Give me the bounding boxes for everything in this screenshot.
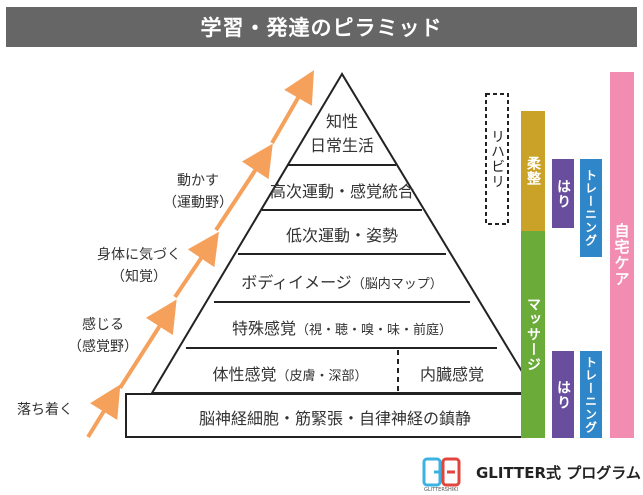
rehab-box [485, 93, 509, 225]
level-body-image-sub: （脳内マップ） [351, 277, 443, 292]
level-special-senses-main: 特殊感覚 [231, 319, 296, 338]
bar-training-top: トレーニング [580, 159, 602, 257]
label-aware-main: 身体に気づく [97, 247, 181, 263]
bar-self-care: 自宅ケア [610, 72, 634, 438]
level-visceral: 内臓感覚 [419, 365, 484, 384]
label-move-main: 動かす [177, 173, 219, 189]
level-intellect-line1: 知性 [325, 112, 358, 131]
label-move: 動かす （運動野） [158, 170, 238, 214]
diagram-title: 学習・発達のピラミッド [6, 7, 637, 47]
logo-subtext: GLITTERSHIKI [424, 487, 458, 493]
bar-training-bottom: トレーニング [580, 351, 602, 438]
logo-brand: GLITTER式 プログラム [476, 464, 641, 482]
label-aware-sub: （知覚） [111, 269, 167, 285]
arrow-aware [173, 231, 219, 299]
arrow-move [214, 143, 273, 232]
arrow-calm [86, 384, 121, 439]
bar-hari-top: はり [552, 159, 574, 228]
level-special-senses: 特殊感覚（視・聴・嗅・味・前庭） [196, 315, 488, 339]
label-calm: 落ち着く [17, 402, 73, 418]
bar-judo: 柔整 [521, 111, 545, 231]
level-intellect: 知性 日常生活 [302, 110, 382, 158]
bar-hari-bottom: はり [552, 351, 574, 438]
label-feel: 感じる （感覚野） [58, 314, 148, 358]
arrow-feel [118, 299, 177, 390]
level-somatic-main: 体性感覚 [212, 365, 277, 384]
label-aware: 身体に気づく （知覚） [84, 244, 194, 288]
label-feel-main: 感じる [82, 317, 124, 333]
label-move-sub: （運動野） [163, 195, 233, 211]
level-body-image-main: ボディイメージ [241, 273, 352, 292]
bar-rehab: リハビリ [489, 129, 505, 189]
level-body-image: ボディイメージ（脳内マップ） [220, 269, 464, 293]
glitter-logo-icon [422, 457, 461, 487]
progress-arrows [86, 70, 314, 439]
level-intellect-line2: 日常生活 [309, 136, 374, 155]
level-somatic: 体性感覚（皮膚・深部） [184, 361, 396, 385]
bar-massage: マッサージ [521, 231, 545, 438]
arrow-top [270, 70, 314, 144]
label-feel-sub: （感覚野） [68, 339, 138, 355]
level-higher-motor: 高次運動・感覚統合 [269, 182, 414, 201]
pyramid-dividers [186, 164, 497, 349]
level-base: 脳神経細胞・筋緊張・自律神経の鎮静 [198, 409, 471, 428]
level-special-senses-sub: （視・聴・嗅・味・前庭） [296, 323, 453, 338]
level-lower-motor: 低次運動・姿勢 [285, 226, 398, 245]
level-somatic-sub: （皮膚・深部） [276, 369, 368, 384]
